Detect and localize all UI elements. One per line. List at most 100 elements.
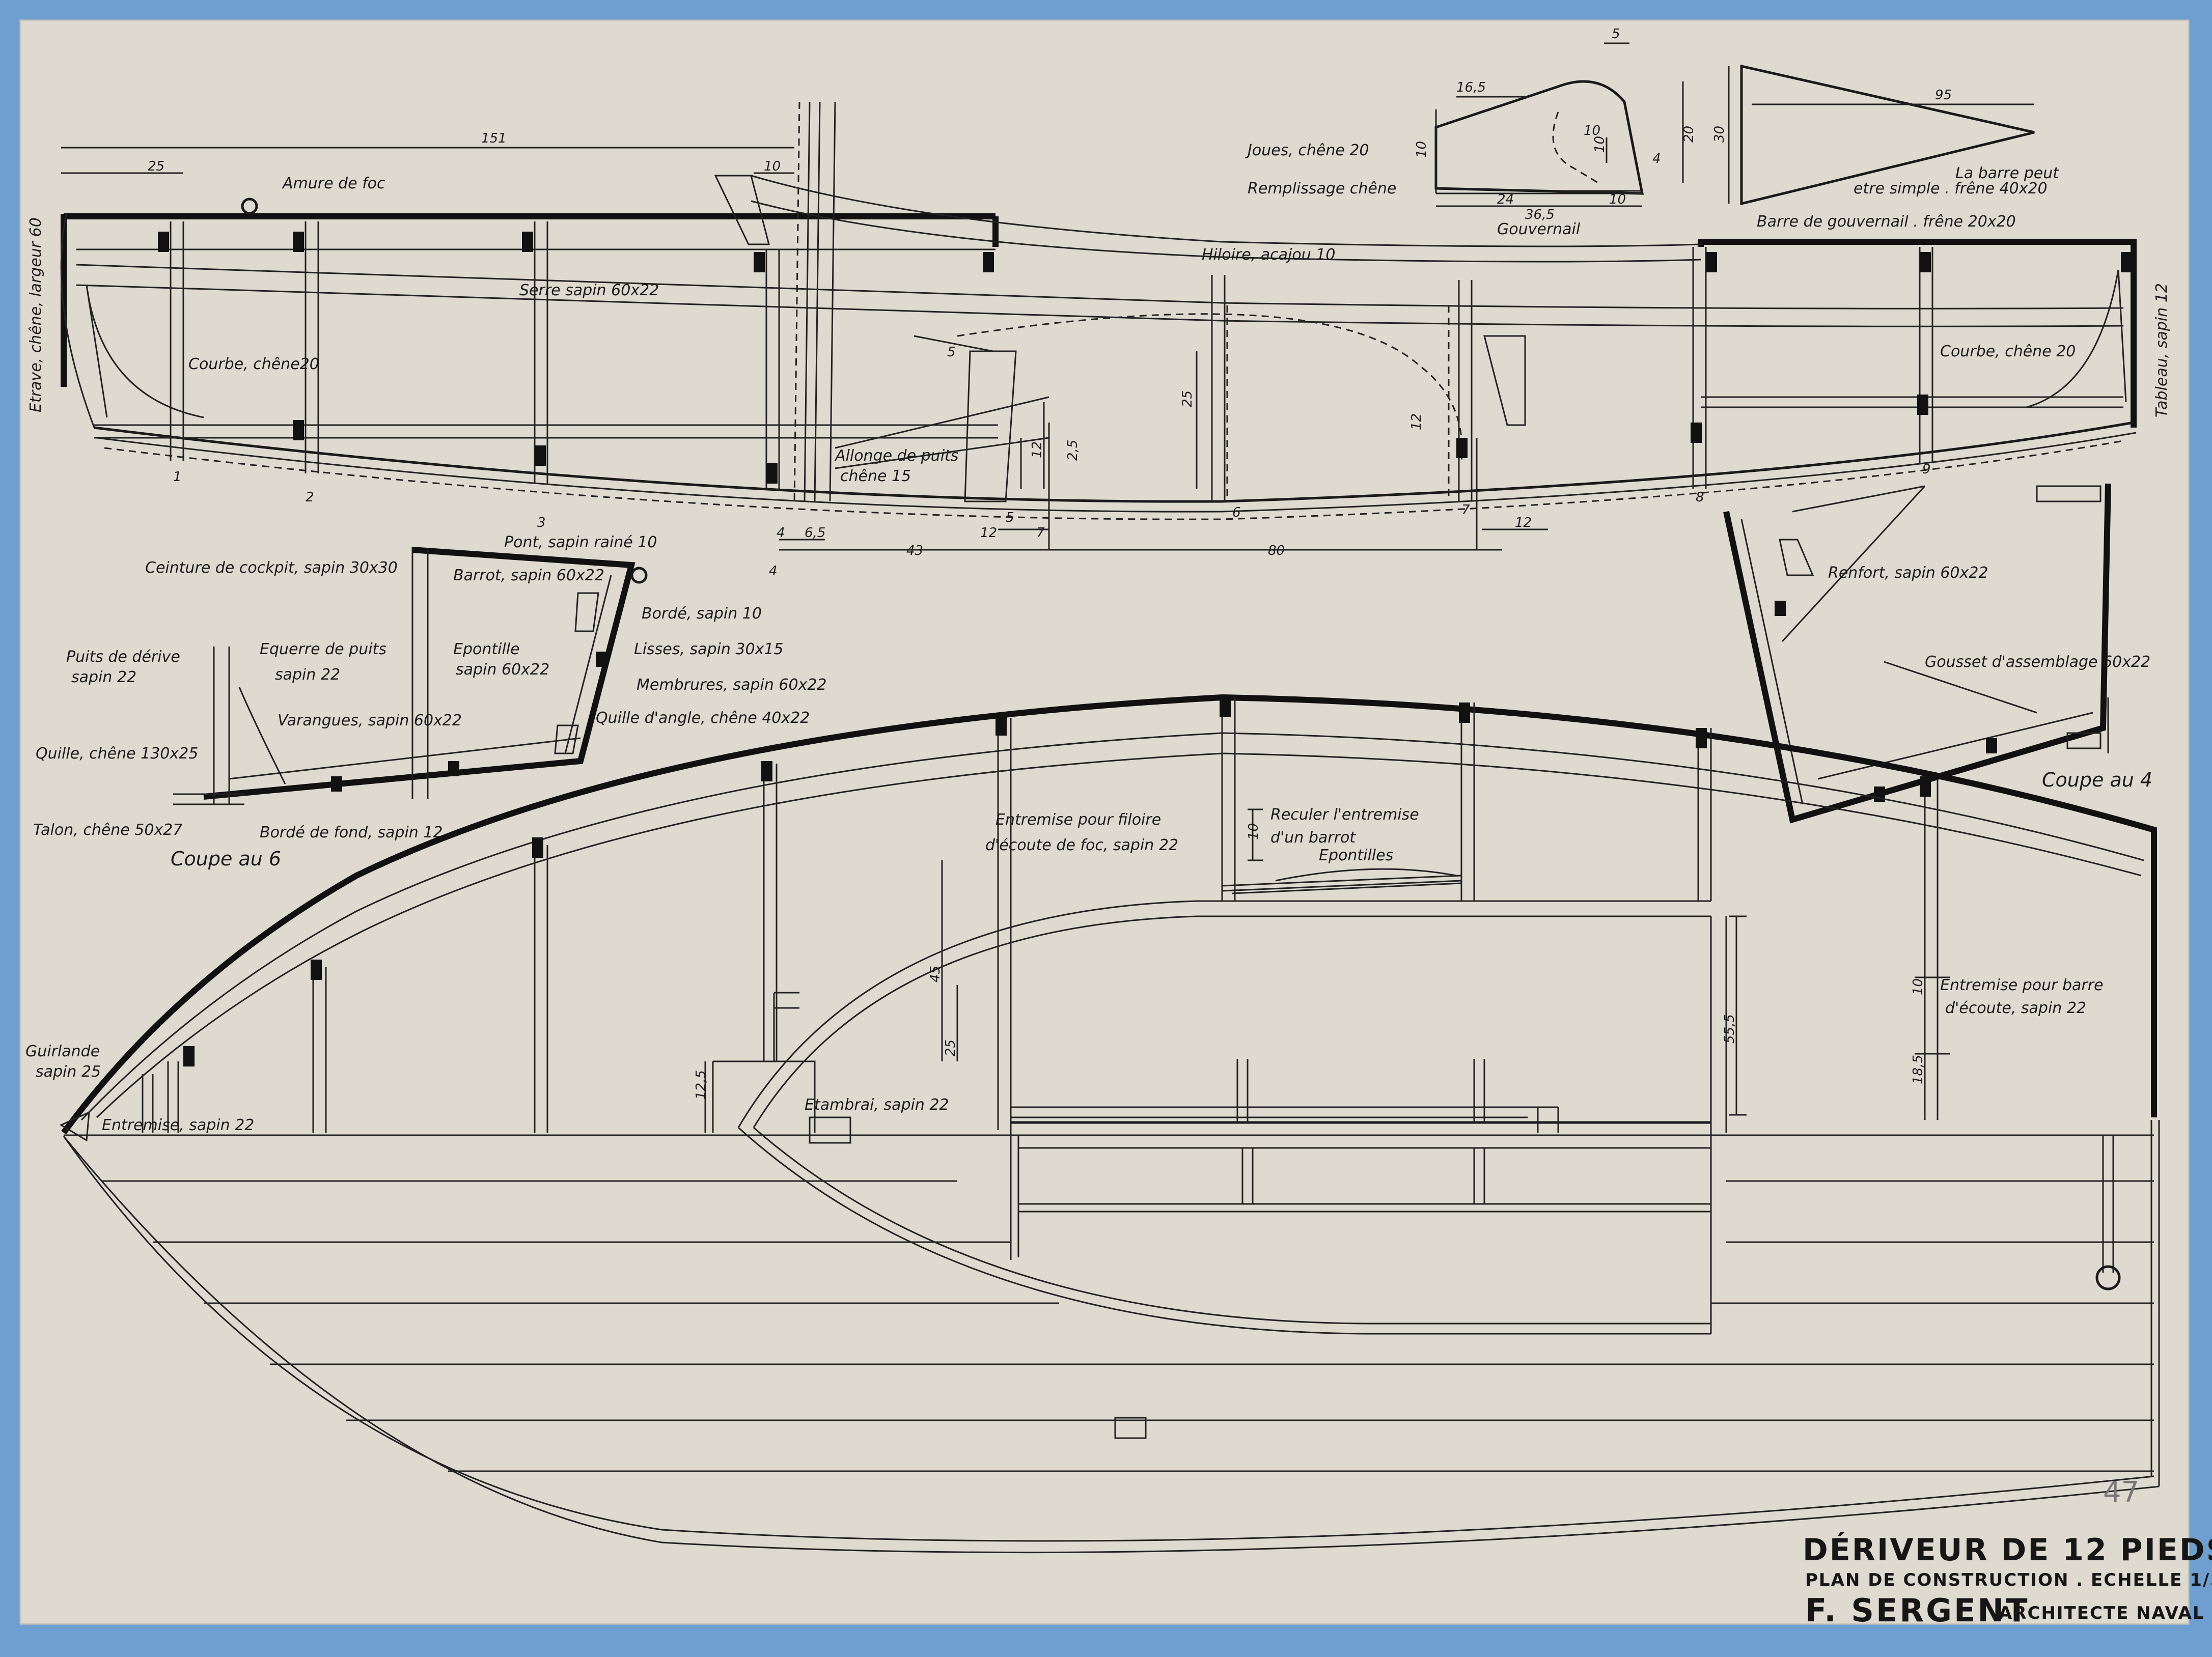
- dim-4-rudder: 4: [1652, 151, 1661, 166]
- dim-10-b-plan: 10: [1911, 978, 1926, 995]
- label-equerre-1: Equerre de puits: [260, 640, 386, 658]
- label-equerre-2: sapin 22: [275, 666, 340, 684]
- dim-10-d-rudder: 10: [1584, 123, 1600, 138]
- label-barre-line2: etre simple . frêne 40x20: [1854, 180, 2048, 198]
- profile-labels: Amure de foc Serre sapin 60x22 Hiloire, …: [27, 131, 2171, 579]
- plan-labels: Entremise pour filoire d'écoute de foc, …: [25, 806, 2104, 1134]
- label-epontille-2: sapin 60x22: [456, 661, 549, 679]
- dim-12-a: 12: [980, 525, 997, 541]
- rudder-detail: [1434, 42, 1684, 207]
- section-4-labels: Renfort, sapin 60x22 Gousset d'assemblag…: [1828, 564, 2152, 791]
- tiller-detail: [1728, 64, 2035, 206]
- label-serre: Serre sapin 60x22: [519, 282, 659, 299]
- label-guirlande-1: Guirlande: [25, 1043, 100, 1060]
- drawing-subtitle: PLAN DE CONSTRUCTION . ECHELLE 1/5: [1805, 1570, 2212, 1590]
- tiller-labels: La barre peut etre simple . frêne 40x20 …: [1712, 88, 2059, 231]
- dim-80: 80: [1268, 543, 1285, 558]
- dim-10-b-rudder: 10: [1592, 136, 1608, 153]
- dim-18-5: 18,5: [1911, 1055, 1926, 1084]
- label-entremise-foc-2: d'écoute de foc, sapin 22: [985, 836, 1178, 854]
- section-4: [1723, 483, 2111, 824]
- station-7: 7: [1461, 502, 1470, 518]
- label-hiloire: Hiloire, acajou 10: [1202, 246, 1335, 264]
- station-6: 6: [1232, 505, 1241, 520]
- label-remplissage: Remplissage chêne: [1248, 180, 1396, 198]
- dim-12-rudder: 12: [1409, 413, 1424, 430]
- label-renfort: Renfort, sapin 60x22: [1828, 564, 1988, 582]
- label-pont: Pont, sapin rainé 10: [504, 533, 657, 551]
- label-quille-angle: Quille d'angle, chêne 40x22: [596, 709, 810, 727]
- dim-20-rudder: 20: [1681, 126, 1697, 143]
- rudder-labels: Joues, chêne 20 Remplissage chêne Gouver…: [1245, 26, 1697, 238]
- station-1: 1: [173, 469, 182, 485]
- station-9: 9: [1922, 462, 1931, 477]
- label-gouvernail: Gouvernail: [1497, 220, 1581, 238]
- caption-coupe-6: Coupe au 6: [171, 848, 281, 870]
- label-allonge-2: chêne 15: [840, 467, 911, 485]
- station-3: 3: [537, 515, 546, 530]
- label-puits-2: sapin 22: [71, 668, 136, 686]
- dim-10: 10: [764, 159, 781, 174]
- label-puits-1: Puits de dérive: [66, 648, 180, 666]
- label-talon: Talon, chêne 50x27: [33, 821, 182, 839]
- label-courbe-av: Courbe, chêne20: [188, 355, 319, 373]
- label-reculer-1: Reculer l'entremise: [1270, 806, 1419, 824]
- dim-10-c-rudder: 10: [1609, 192, 1626, 207]
- dim-25: 25: [148, 159, 164, 174]
- dim-12-post: 12: [1030, 441, 1045, 458]
- deck-plan: [59, 694, 2160, 1554]
- dim-55-5: 55,5: [1722, 1014, 1737, 1044]
- label-entremise-barre-1: Entremise pour barre: [1940, 976, 2104, 994]
- label-barrot: Barrot, sapin 60x22: [453, 567, 604, 584]
- dim-12-5: 12,5: [694, 1070, 709, 1100]
- label-joues: Joues, chêne 20: [1245, 142, 1369, 159]
- label-entremise-barre-2: d'écoute, sapin 22: [1945, 999, 2086, 1017]
- paper-edge: [19, 19, 2190, 1625]
- dim-6-5: 6,5: [805, 525, 825, 541]
- label-varangues: Varangues, sapin 60x22: [278, 712, 462, 729]
- label-borde: Bordé, sapin 10: [642, 605, 762, 623]
- title-block: 47 DÉRIVEUR DE 12 PIEDS PLAN DE CONSTRUC…: [1803, 1476, 2212, 1629]
- label-barre-line1: La barre peut: [1955, 164, 2059, 182]
- dim-10-rudder: 10: [1414, 141, 1429, 158]
- label-barre: Barre de gouvernail . frêne 20x20: [1757, 213, 2016, 231]
- dim-25-plan: 25: [943, 1040, 958, 1056]
- label-gousset: Gousset d'assemblage 60x22: [1925, 653, 2150, 671]
- station-4: 4: [769, 564, 778, 579]
- dim-2-5: 2,5: [1065, 440, 1081, 461]
- dim-43: 43: [906, 543, 923, 558]
- author-name: F. SERGENT: [1805, 1592, 2030, 1629]
- label-reculer-2: d'un barrot: [1270, 829, 1356, 847]
- label-membrures: Membrures, sapin 60x22: [637, 676, 827, 694]
- label-etrave: Etrave, chêne, largeur 60: [27, 217, 45, 412]
- author-profession: ARCHITECTE NAVAL: [1999, 1603, 2205, 1623]
- dim-25-vertical: 25: [1180, 390, 1195, 407]
- dim-16-5: 16,5: [1456, 80, 1486, 95]
- label-amure: Amure de foc: [282, 175, 385, 192]
- label-epontille-1: Epontille: [453, 640, 520, 658]
- label-allonge-1: Allonge de puits: [834, 447, 958, 465]
- dim-151: 151: [481, 131, 507, 146]
- label-lisses: Lisses, sapin 30x15: [634, 640, 784, 658]
- label-ceinture: Ceinture de cockpit, sapin 30x30: [145, 559, 398, 577]
- dim-5: 5: [947, 345, 956, 360]
- dim-95: 95: [1935, 88, 1952, 103]
- label-epontilles: Epontilles: [1319, 847, 1393, 864]
- label-courbe-ar: Courbe, chêne 20: [1940, 343, 2076, 360]
- sheet-number: 47: [2103, 1476, 2139, 1509]
- label-entremise-foc-1: Entremise pour filoire: [996, 811, 1161, 829]
- section-6: [173, 547, 648, 805]
- paper: [20, 20, 2189, 1624]
- drawing-title: DÉRIVEUR DE 12 PIEDS: [1803, 1531, 2212, 1568]
- label-etambrai: Etambrai, sapin 22: [805, 1096, 949, 1114]
- dim-7: 7: [1036, 525, 1045, 541]
- label-borde-fond: Bordé de fond, sapin 12: [260, 824, 443, 841]
- dim-36-5: 36,5: [1525, 207, 1555, 222]
- dim-5-rudder: 5: [1612, 26, 1620, 42]
- dim-24: 24: [1497, 192, 1514, 207]
- hull-profile: [60, 101, 2137, 551]
- station-2: 2: [306, 490, 314, 505]
- section-6-labels: Ceinture de cockpit, sapin 30x30 Pont, s…: [33, 533, 827, 870]
- label-tableau: Tableau, sapin 12: [2153, 283, 2171, 417]
- dim-45: 45: [928, 966, 943, 982]
